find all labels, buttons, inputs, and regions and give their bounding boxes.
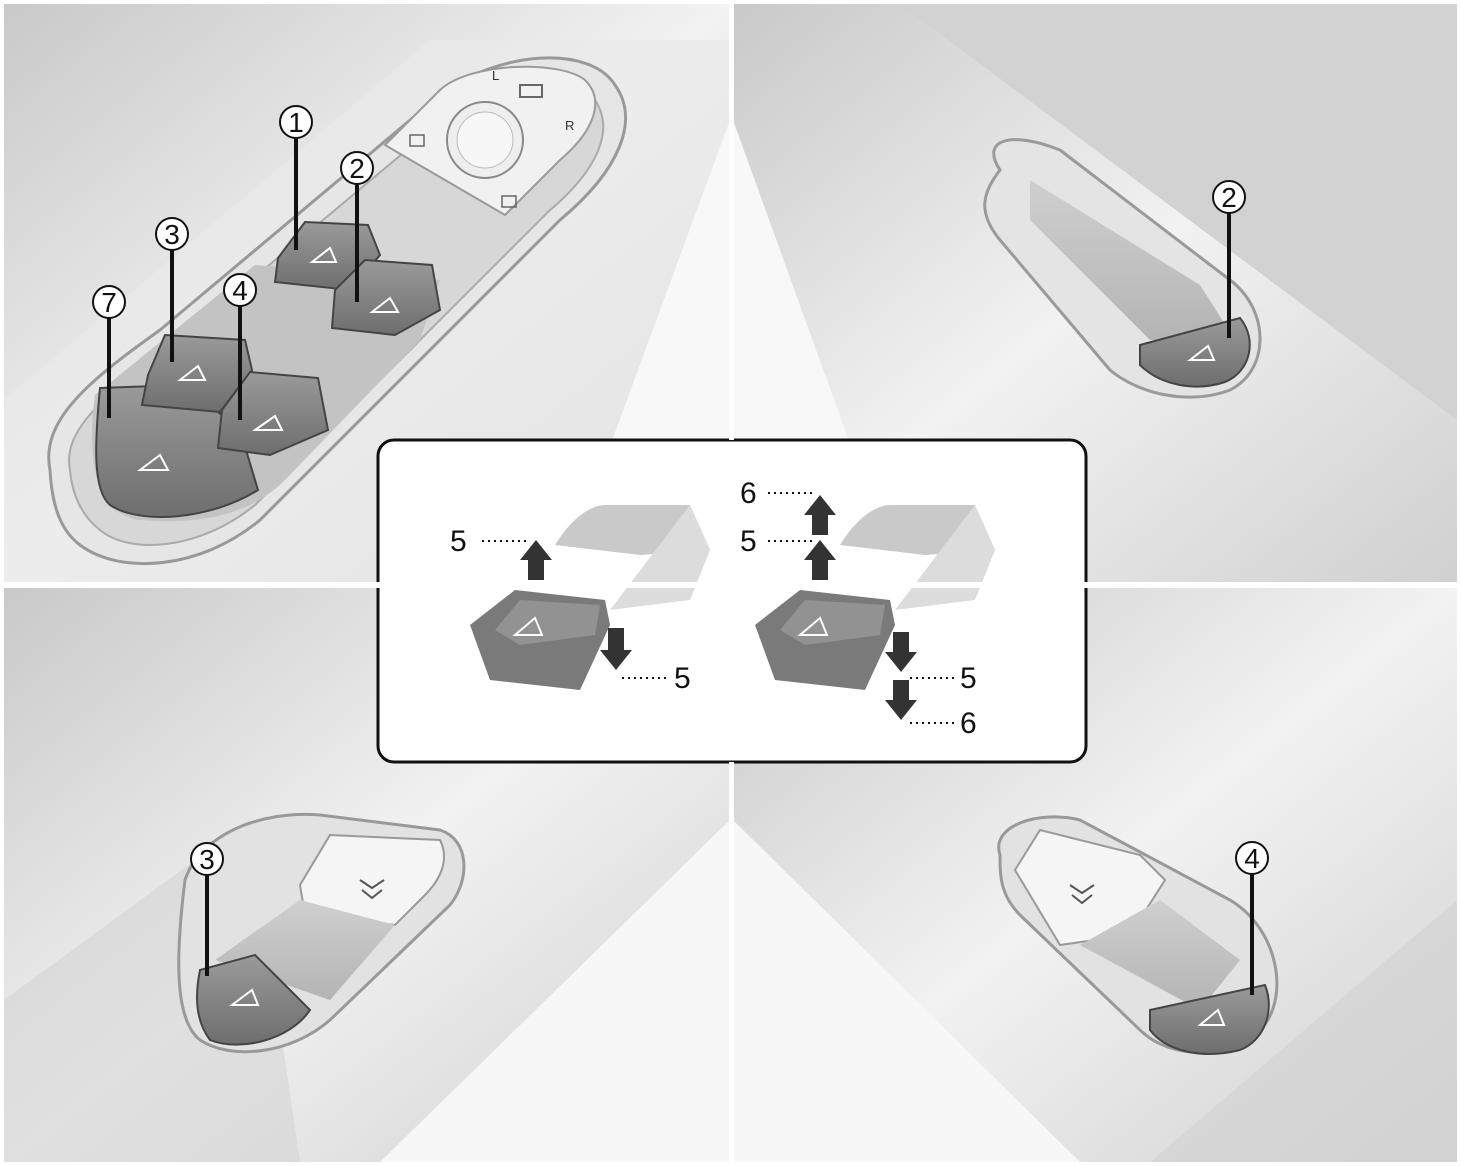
svg-text:2: 2 [1221, 182, 1237, 213]
callout-1: 1 [279, 105, 313, 250]
window-switch-7-lock[interactable] [95, 383, 260, 518]
callout-7: 7 [92, 285, 126, 418]
rear-right-window-switch-4[interactable] [1149, 983, 1270, 1055]
seat-heater-icon [359, 879, 385, 900]
down-arrow [885, 632, 917, 672]
mirror-control[interactable]: L R [383, 65, 597, 217]
svg-text:1: 1 [288, 107, 304, 138]
lock-icon [409, 134, 425, 147]
callout-2-passenger: 2 [1212, 180, 1246, 338]
auto-window-icon [797, 616, 829, 636]
auto-up-first-label: 5 [740, 525, 757, 558]
seat-heater-icon [1069, 884, 1095, 905]
mirror-right-label: R [565, 118, 574, 133]
window-icon [229, 988, 260, 1006]
callout-4-rear-right: 4 [1235, 841, 1269, 995]
svg-text:7: 7 [101, 287, 117, 318]
callout-3: 3 [155, 217, 189, 362]
up-arrow-double [804, 495, 836, 535]
manual-down-label: 5 [674, 662, 691, 695]
auto-down-first-label: 5 [960, 662, 977, 695]
window-icon [177, 364, 207, 381]
callout-2: 2 [340, 151, 374, 302]
svg-text:2: 2 [349, 153, 365, 184]
seat-heater-button-rear-left[interactable] [298, 833, 445, 927]
svg-text:4: 4 [232, 275, 248, 306]
switch-operation-inset: 5 5 6 5 5 6 [376, 438, 1088, 764]
auto-down-second-label: 6 [960, 707, 977, 740]
window-icon [512, 616, 544, 636]
up-arrow [804, 540, 836, 580]
window-icon [309, 246, 338, 263]
rear-left-window-switch-3[interactable] [196, 953, 312, 1046]
up-arrow [520, 540, 552, 580]
down-arrow [600, 628, 632, 670]
rear-left-door-panel: 3 [4, 588, 730, 1162]
window-icon [1197, 1008, 1226, 1026]
window-icon [369, 296, 400, 313]
callout-3-rear-left: 3 [190, 842, 224, 976]
window-switch-4-rear-right[interactable] [216, 370, 330, 457]
auto-up-second-label: 6 [740, 477, 757, 510]
mirror-fold-icon [519, 84, 543, 98]
passenger-window-switch-2[interactable] [1139, 316, 1251, 388]
mirror-left-label: L [492, 68, 499, 83]
svg-text:3: 3 [199, 844, 215, 875]
unlock-icon [501, 195, 517, 208]
window-lock-icon [137, 453, 170, 471]
down-arrow-double [885, 680, 917, 720]
svg-text:3: 3 [164, 219, 180, 250]
window-icon [251, 414, 284, 431]
manual-up-label: 5 [450, 525, 467, 558]
callout-4: 4 [223, 273, 257, 420]
manual-window-switch: 5 5 [450, 505, 710, 695]
svg-text:4: 4 [1244, 843, 1260, 874]
rear-right-door-panel: 4 [733, 588, 1457, 1162]
window-icon [1187, 344, 1216, 361]
window-switch-3-rear-left[interactable] [140, 333, 254, 414]
